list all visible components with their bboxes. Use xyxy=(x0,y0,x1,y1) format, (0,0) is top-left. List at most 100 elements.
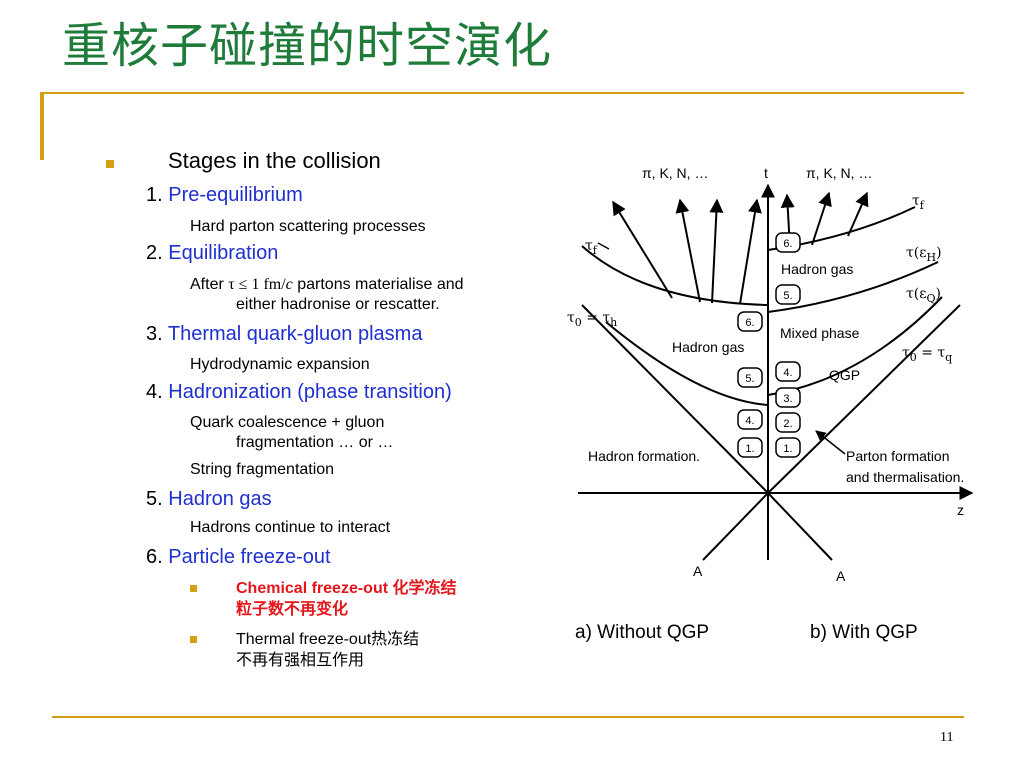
stage-4-detail-2: String fragmentation xyxy=(190,461,335,478)
light-cone-upper-right xyxy=(767,304,961,494)
hyperbola-tau-f-left xyxy=(581,245,769,306)
stage-box-left-1: 1. xyxy=(737,437,763,458)
parton-formation-arrow xyxy=(815,430,846,455)
c-symbol: c xyxy=(285,276,293,293)
stage-box-right-5: 5. xyxy=(775,284,801,305)
stage-box-right-6: 6. xyxy=(775,232,801,253)
hyperbola-eps-h xyxy=(767,261,939,313)
square-bullet-icon xyxy=(190,636,197,643)
light-cone-lower-right xyxy=(767,492,833,561)
parton-formation-label-1: Parton formation xyxy=(846,448,950,464)
tau-f-left-label: τf xyxy=(585,238,598,257)
stage-5: 5. Hadron gas xyxy=(146,488,272,511)
stage-name: Hadron gas xyxy=(168,488,272,510)
tau-f-right-label: τf xyxy=(912,193,925,212)
particles-left-label: π, K, N, … xyxy=(642,165,708,181)
decor-bottom-rule xyxy=(52,716,964,718)
detail-text: either hadronise or rescatter. xyxy=(236,296,440,313)
detail-text: After xyxy=(190,276,229,293)
stage-number: 1. xyxy=(146,184,169,206)
caption-with-qgp: b) With QGP xyxy=(810,622,918,643)
stage-6: 6. Particle freeze-out xyxy=(146,546,331,569)
svg-text:6.: 6. xyxy=(745,317,754,329)
stage-1-detail: Hard parton scattering processes xyxy=(190,218,426,235)
particle-arrow xyxy=(847,191,869,237)
stage-box-left-4: 4. xyxy=(737,409,763,430)
svg-text:5.: 5. xyxy=(745,373,754,385)
slide-title: 重核子碰撞的时空演化 xyxy=(62,18,553,74)
tau0-left-label: τ0 = τh xyxy=(567,310,617,329)
t-axis-label: t xyxy=(764,165,768,181)
stage-2: 2. Equilibration xyxy=(146,242,278,265)
caption-without-qgp: a) Without QGP xyxy=(575,622,709,643)
detail-text: fragmentation … or … xyxy=(236,434,394,451)
sub-bullet-text: 不再有强相互作用 xyxy=(236,652,365,669)
particle-arrow xyxy=(709,198,724,304)
square-bullet-icon xyxy=(190,585,197,592)
svg-text:4.: 4. xyxy=(783,367,792,379)
stage-number: 4. xyxy=(146,381,169,403)
decor-vertical-bar xyxy=(40,92,44,160)
stage-1: 1. Pre-equilibrium xyxy=(146,184,303,207)
mixed-phase-label: Mixed phase xyxy=(780,325,860,341)
stage-box-left-5: 5. xyxy=(737,367,763,388)
stage-5-detail: Hadrons continue to interact xyxy=(190,519,391,536)
z-axis-label: z xyxy=(957,502,964,518)
svg-text:6.: 6. xyxy=(783,238,792,250)
svg-text:5.: 5. xyxy=(783,290,792,302)
particles-right-label: π, K, N, … xyxy=(806,165,872,181)
qgp-label: QGP xyxy=(829,367,860,383)
nucleus-right-label: A xyxy=(836,568,846,584)
hadron-gas-left-label: Hadron gas xyxy=(672,339,744,355)
light-cone-lower-left xyxy=(702,492,769,561)
stage-name: Thermal quark-gluon plasma xyxy=(167,323,423,345)
parton-formation-label-2: and thermalisation. xyxy=(846,469,964,485)
sub-bullet-text: Thermal freeze-out热冻结 xyxy=(236,631,420,648)
svg-text:3.: 3. xyxy=(783,393,792,405)
particle-arrow xyxy=(811,191,832,246)
stage-number: 3. xyxy=(146,323,168,345)
square-bullet-icon xyxy=(106,160,114,168)
hadron-formation-label: Hadron formation. xyxy=(588,448,700,464)
nucleus-left-label: A xyxy=(693,563,703,579)
decor-top-rule xyxy=(40,92,964,94)
detail-text: partons materialise and xyxy=(292,276,464,293)
stage-name: Particle freeze-out xyxy=(168,546,331,568)
svg-text:1.: 1. xyxy=(783,443,792,455)
svg-text:2.: 2. xyxy=(783,418,792,430)
stage-4-detail: Quark coalescence + gluon fragmentation … xyxy=(190,413,393,453)
particle-arrow xyxy=(612,200,673,299)
tau-f-pointer xyxy=(597,242,610,250)
tau-eps-q-label: τ(εQ) xyxy=(906,286,941,305)
stage-name: Hadronization (phase transition) xyxy=(168,381,452,403)
stage-number: 2. xyxy=(146,242,169,264)
tau-eps-h-label: τ(εH) xyxy=(906,245,942,264)
stage-3-detail: Hydrodynamic expansion xyxy=(190,356,370,373)
detail-text: Quark coalescence + gluon xyxy=(190,414,385,431)
page-number: 11 xyxy=(940,730,954,745)
stage-box-right-4: 4. xyxy=(775,361,801,382)
stage-box-right-2: 2. xyxy=(775,412,801,433)
sub-bullet-text: Chemical freeze-out 化学冻结 xyxy=(236,580,457,597)
stage-box-right-3: 3. xyxy=(775,387,801,408)
stage-box-right-1: 1. xyxy=(775,437,801,458)
stage-4: 4. Hadronization (phase transition) xyxy=(146,381,452,404)
svg-text:4.: 4. xyxy=(745,415,754,427)
stage-number: 5. xyxy=(146,488,169,510)
tau-formula: τ ≤ 1 fm/ xyxy=(228,276,286,293)
particle-arrow xyxy=(675,198,701,303)
stage-name: Pre-equilibrium xyxy=(168,184,303,206)
stage-box-left-6: 6. xyxy=(737,311,763,332)
stage-name: Equilibration xyxy=(168,242,279,264)
hyperbola-tau0-left xyxy=(605,321,769,406)
stage-3: 3. Thermal quark-gluon plasma xyxy=(146,323,422,346)
light-cone-upper-left xyxy=(581,304,769,494)
hadron-gas-right-label: Hadron gas xyxy=(781,261,853,277)
main-bullet-text: Stages in the collision xyxy=(168,148,381,173)
svg-text:1.: 1. xyxy=(745,443,754,455)
stage-2-detail: After τ ≤ 1 fm/c partons materialise and… xyxy=(190,275,464,315)
particle-arrow xyxy=(739,198,762,305)
sub-bullet-text: 粒子数不再变化 xyxy=(236,601,349,618)
stage-number: 6. xyxy=(146,546,169,568)
